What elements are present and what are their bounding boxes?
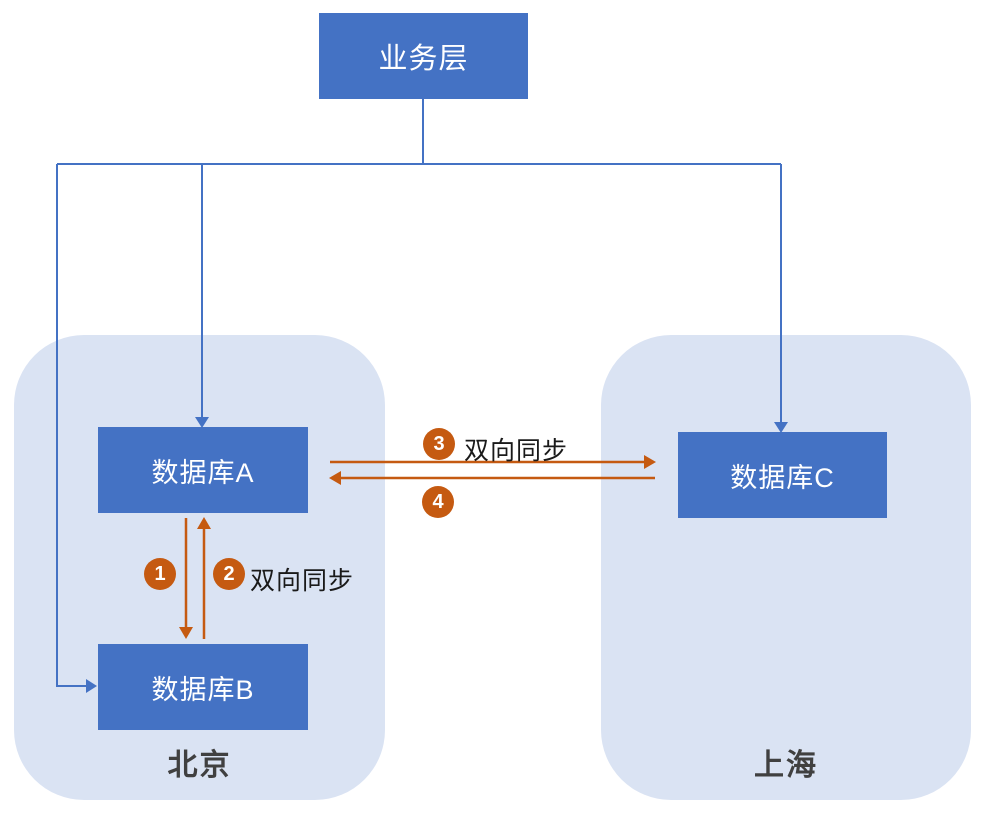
sync-label-a-b: 双向同步 xyxy=(250,567,355,595)
step-3-badge: 3 xyxy=(423,428,455,460)
database-c-node: 数据库C xyxy=(678,432,887,518)
region-shanghai: 上海 xyxy=(601,335,971,800)
step-1-badge: 1 xyxy=(144,558,176,590)
step-2-badge: 2 xyxy=(213,558,245,590)
region-beijing-label: 北京 xyxy=(167,749,232,782)
step-4-badge: 4 xyxy=(422,486,454,518)
database-b-node: 数据库B xyxy=(98,644,308,730)
sync-label-a-c: 双向同步 xyxy=(464,437,569,465)
database-a-node: 数据库A xyxy=(98,427,308,513)
region-shanghai-label: 上海 xyxy=(754,749,818,782)
business-layer-node: 业务层 xyxy=(319,13,528,99)
